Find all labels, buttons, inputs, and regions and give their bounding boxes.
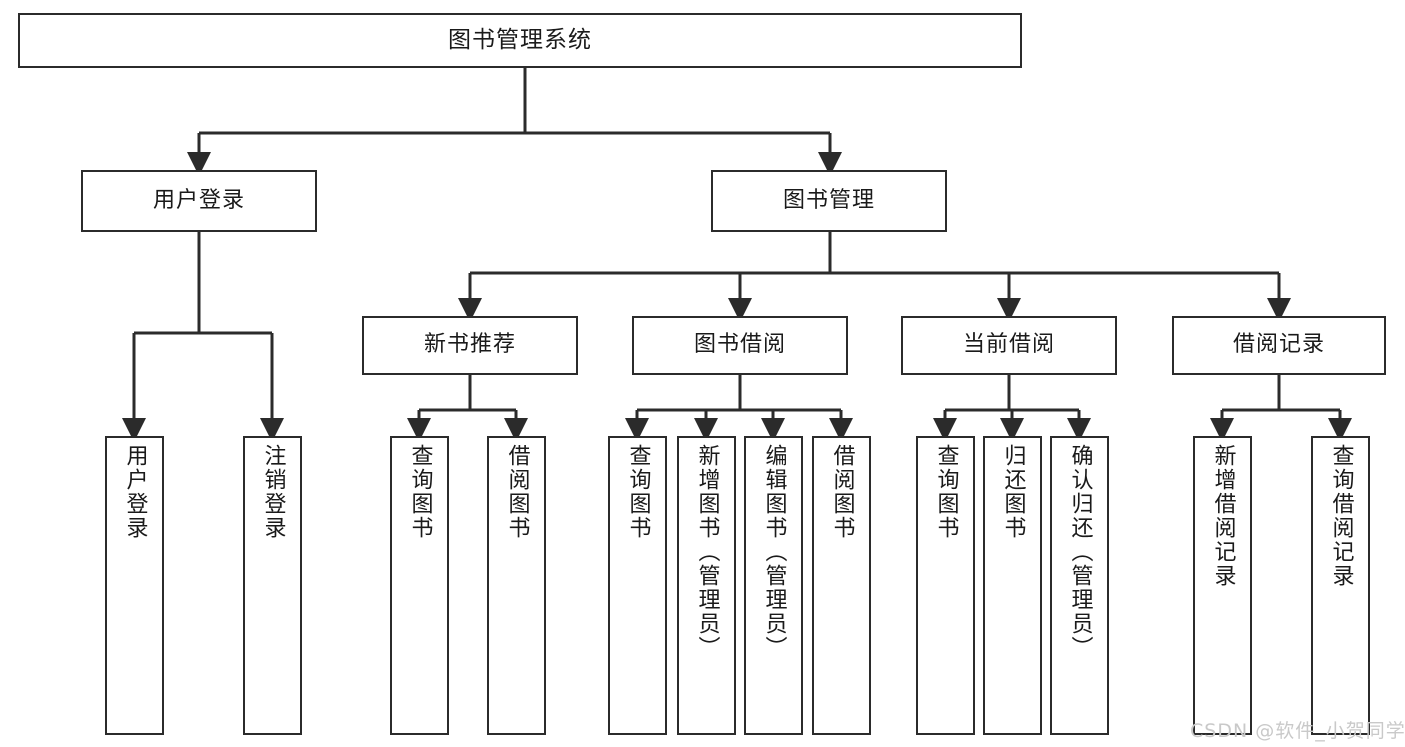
node-new-book-recommend[interactable]: 新书推荐 bbox=[362, 316, 578, 375]
leaf-query-book-2[interactable]: 查询图书 bbox=[608, 436, 667, 735]
leaf-query-book-1-label: 查询图书 bbox=[407, 444, 433, 540]
leaf-return-book-label: 归还图书 bbox=[1000, 444, 1026, 540]
leaf-confirm-return-label: 确认归还（管理员） bbox=[1067, 444, 1093, 660]
watermark: CSDN @软件_小贺同学 bbox=[1190, 720, 1405, 742]
node-book-manage[interactable]: 图书管理 bbox=[711, 170, 947, 232]
node-current-borrow[interactable]: 当前借阅 bbox=[901, 316, 1117, 375]
leaf-query-book-2-label: 查询图书 bbox=[625, 444, 651, 540]
leaf-logout[interactable]: 注销登录 bbox=[243, 436, 302, 735]
node-user-login[interactable]: 用户登录 bbox=[81, 170, 317, 232]
node-root[interactable]: 图书管理系统 bbox=[18, 13, 1022, 68]
leaf-edit-book[interactable]: 编辑图书（管理员） bbox=[744, 436, 803, 735]
node-book-borrow-label: 图书借阅 bbox=[693, 332, 786, 358]
leaf-add-book-label: 新增图书（管理员） bbox=[694, 444, 720, 660]
leaf-query-book-1[interactable]: 查询图书 bbox=[390, 436, 449, 735]
node-book-manage-label: 图书管理 bbox=[782, 187, 875, 213]
leaf-query-record[interactable]: 查询借阅记录 bbox=[1311, 436, 1370, 735]
leaf-query-book-3-label: 查询图书 bbox=[933, 444, 959, 540]
node-borrow-record[interactable]: 借阅记录 bbox=[1172, 316, 1386, 375]
leaf-borrow-book-2-label: 借阅图书 bbox=[829, 444, 855, 540]
leaf-edit-book-label: 编辑图书（管理员） bbox=[761, 444, 787, 660]
leaf-borrow-book-1-label: 借阅图书 bbox=[504, 444, 530, 540]
node-book-borrow[interactable]: 图书借阅 bbox=[632, 316, 848, 375]
leaf-add-record-label: 新增借阅记录 bbox=[1210, 444, 1236, 588]
leaf-borrow-book-1[interactable]: 借阅图书 bbox=[487, 436, 546, 735]
leaf-query-book-3[interactable]: 查询图书 bbox=[916, 436, 975, 735]
node-user-login-label: 用户登录 bbox=[152, 187, 245, 213]
leaf-borrow-book-2[interactable]: 借阅图书 bbox=[812, 436, 871, 735]
leaf-user-login-label: 用户登录 bbox=[122, 444, 148, 540]
leaf-query-record-label: 查询借阅记录 bbox=[1328, 444, 1354, 588]
leaf-add-book[interactable]: 新增图书（管理员） bbox=[677, 436, 736, 735]
leaf-logout-label: 注销登录 bbox=[260, 444, 286, 540]
node-current-borrow-label: 当前借阅 bbox=[962, 332, 1055, 358]
leaf-return-book[interactable]: 归还图书 bbox=[983, 436, 1042, 735]
node-new-book-recommend-label: 新书推荐 bbox=[423, 332, 516, 358]
node-borrow-record-label: 借阅记录 bbox=[1232, 332, 1325, 358]
leaf-user-login[interactable]: 用户登录 bbox=[105, 436, 164, 735]
node-root-label: 图书管理系统 bbox=[448, 26, 592, 53]
leaf-add-record[interactable]: 新增借阅记录 bbox=[1193, 436, 1252, 735]
leaf-confirm-return[interactable]: 确认归还（管理员） bbox=[1050, 436, 1109, 735]
